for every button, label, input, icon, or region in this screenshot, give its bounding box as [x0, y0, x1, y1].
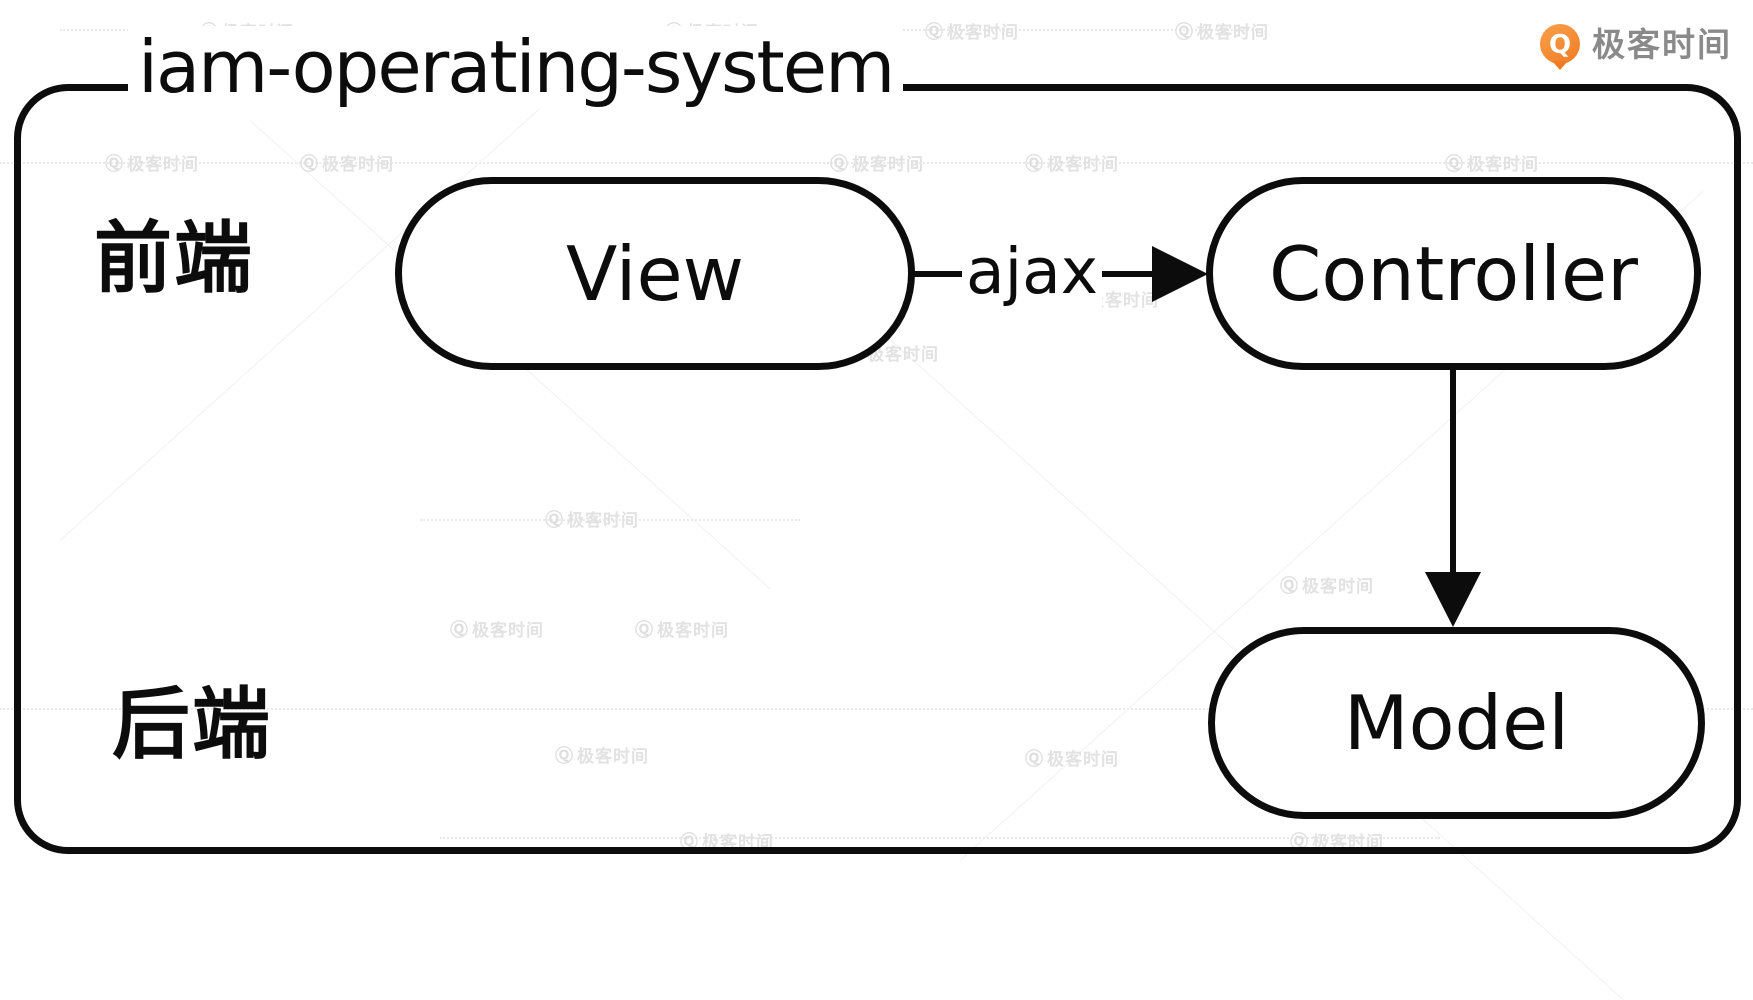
node-model: Model	[1208, 627, 1705, 819]
geektime-logo-text: 极客时间	[1592, 25, 1732, 64]
edge-label-ajax: ajax	[962, 234, 1102, 310]
lane-label-frontend: 前端	[94, 214, 255, 304]
geektime-pin-icon: Q	[1540, 24, 1582, 70]
logo-q-glyph: Q	[1548, 30, 1572, 60]
lane-label-backend: 后端	[112, 680, 273, 770]
edge-view-controller-arrowhead-icon	[1152, 246, 1208, 302]
watermark-pin-icon: Ⓠ	[1175, 22, 1194, 43]
node-model-label: Model	[1343, 679, 1570, 767]
edge-controller-model-arrowhead-icon	[1425, 572, 1481, 627]
node-view: View	[395, 177, 915, 370]
watermark-pin-icon: Ⓠ	[925, 22, 944, 43]
system-boundary-title: iam-operating-system	[128, 26, 904, 109]
logo-circle: Q	[1540, 24, 1580, 64]
edge-controller-model-line	[1450, 368, 1456, 576]
node-controller-label: Controller	[1269, 229, 1638, 318]
logo-pin-tail	[1552, 61, 1568, 70]
geektime-logo: Q 极客时间	[1540, 24, 1732, 70]
node-controller: Controller	[1206, 177, 1701, 370]
node-view-label: View	[566, 229, 744, 318]
